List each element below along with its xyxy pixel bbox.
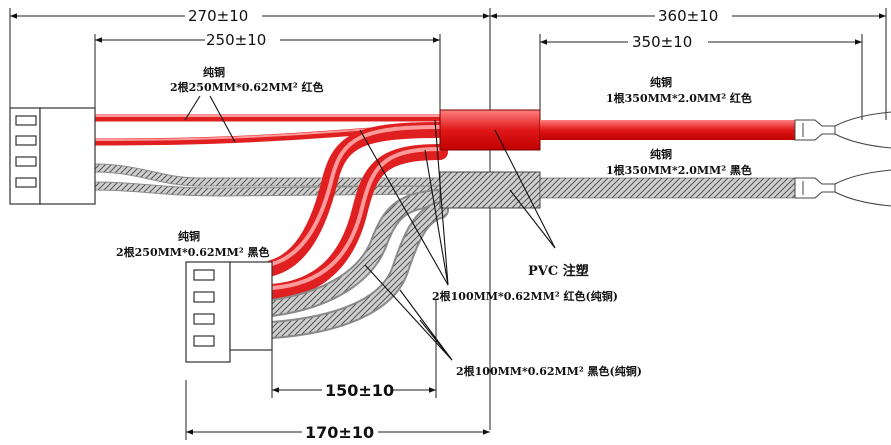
dim-inner-right: 350±10 [539,33,863,120]
red-branch-wires [264,122,448,300]
lower-connector [185,261,273,363]
dim-mid-lead: 170±10 [185,380,490,442]
dim-overall-left-text: 270±10 [188,7,248,25]
label-right-red-material: 纯铜 [650,75,672,89]
left-connector-top [9,107,96,205]
label-right-red-spec: 1根350MM*2.0MM² 红色 [606,91,752,105]
right-black-wire [539,177,796,199]
right-red-wire [540,120,795,140]
dim-inner-left-text: 250±10 [206,31,266,49]
label-right-black-spec: 1根350MM*2.0MM² 黑色 [606,163,752,177]
dim-mid-lead-text: 170±10 [305,423,374,442]
black-branch-wires [263,189,449,339]
label-right-black-material: 纯铜 [650,147,672,161]
label-top-left-material: 纯铜 [203,65,225,79]
label-branch-black: 2根100MM*0.62MM² 黑色(纯铜) [456,364,642,378]
ring-terminal-red [794,111,891,149]
dim-overall-right-text: 360±10 [658,7,718,25]
dim-overall-left: 270±10 [9,7,491,430]
dim-inner-left: 250±10 [94,31,441,120]
dim-short-lead: 150±10 [271,300,437,400]
pvc-molding [439,109,541,209]
dim-inner-right-text: 350±10 [632,33,692,51]
label-top-left-spec: 2根250MM*0.62MM² 红色 [170,80,324,94]
ring-terminal-black [794,169,891,207]
dim-short-lead-text: 150±10 [325,381,394,400]
leader-lines [184,95,556,361]
dim-overall-right: 360±10 [490,7,887,120]
label-left-black-material: 纯铜 [178,229,200,243]
label-left-black-spec: 2根250MM*0.62MM² 黑色 [116,245,270,259]
label-pvc: PVC 注塑 [528,263,589,279]
black-main-wires [90,163,445,197]
label-branch-red: 2根100MM*0.62MM² 红色(纯铜) [432,289,618,303]
